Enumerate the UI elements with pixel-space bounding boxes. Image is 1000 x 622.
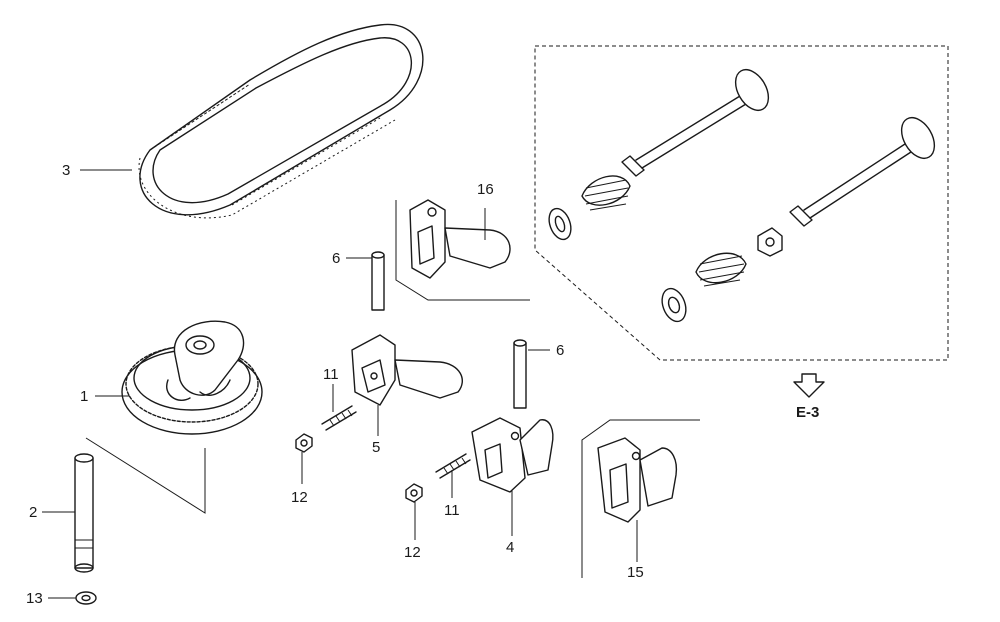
callout-13: 13 (26, 590, 43, 607)
callout-4: 4 (506, 539, 515, 556)
callout-11-upper: 11 (323, 366, 339, 383)
callout-16: 16 (477, 181, 494, 198)
part-13-clip (75, 591, 97, 605)
part-6-pin-upper (371, 251, 385, 311)
callout-12-upper: 12 (291, 489, 308, 506)
leader-lines (42, 169, 638, 599)
callout-12-lower: 12 (404, 544, 421, 561)
part-1-camshaft-pulley (121, 320, 263, 435)
part-11-adjuster-lower (435, 453, 471, 479)
callout-15: 15 (627, 564, 644, 581)
part-3-timing-belt (138, 23, 424, 219)
callout-11-lower: 11 (444, 502, 460, 519)
callout-3: 3 (62, 162, 71, 179)
part-2-shaft (74, 453, 94, 573)
callout-5: 5 (372, 439, 381, 456)
callout-1: 1 (80, 388, 89, 405)
part-5-rocker-arm (351, 334, 463, 406)
callout-6-lower: 6 (556, 342, 565, 359)
part-11-adjuster-upper (321, 405, 357, 431)
part-12-nut-upper (295, 433, 313, 453)
part-16-rocker-arm (395, 199, 530, 301)
callout-6-upper: 6 (332, 250, 341, 267)
reference-label-e3: E-3 (796, 404, 820, 421)
part-12-nut-lower (405, 483, 423, 503)
callout-2: 2 (29, 504, 38, 521)
valve-group (534, 45, 949, 361)
part-4-rocker-arm (471, 417, 554, 493)
part-6-pin-lower (513, 339, 527, 409)
reference-arrow-icon (793, 373, 825, 398)
part-15-rocker-arm (581, 419, 700, 578)
